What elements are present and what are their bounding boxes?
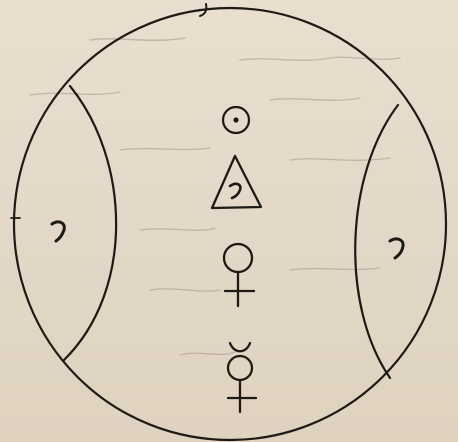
triangle-symbol-icon [212,156,261,208]
right-lune-symbol-icon [390,239,403,258]
left-lune-arc [64,86,116,360]
left-lune-symbol-icon [52,222,64,241]
sun-symbol-icon [223,107,249,133]
bleed-through-text [30,38,400,355]
venus-symbol-icon [224,244,254,306]
